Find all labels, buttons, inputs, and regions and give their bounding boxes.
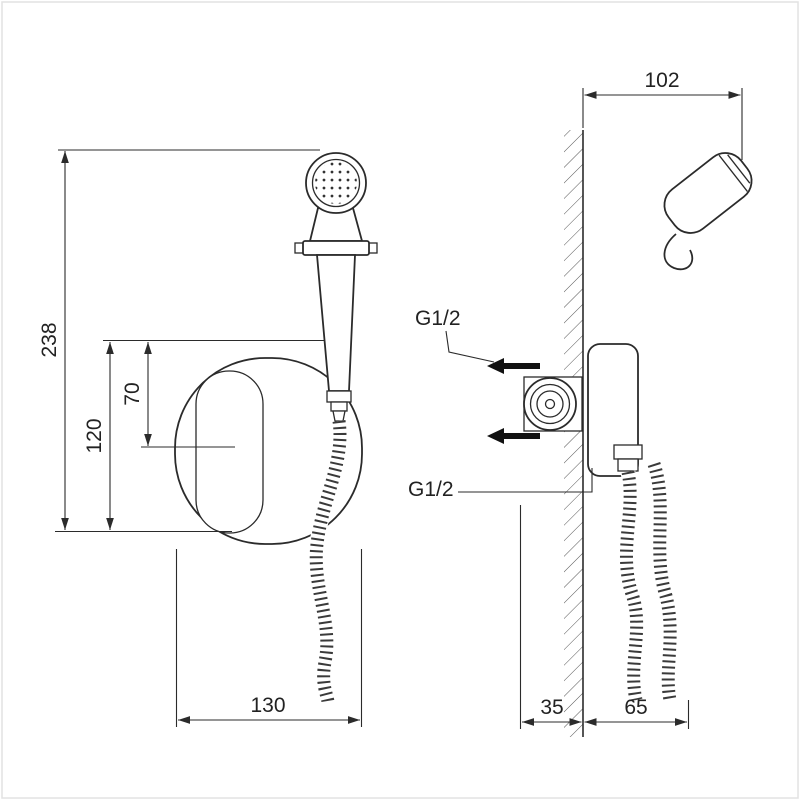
dimension-protrusion-65: 65 — [584, 696, 690, 729]
dimension-label: 102 — [644, 69, 679, 92]
shower-hose-side-a — [619, 470, 645, 702]
control-lever — [195, 370, 264, 534]
front-view: 238 120 70 130 — [38, 149, 378, 727]
dimension-label: 238 — [38, 322, 61, 357]
dimension-label: 65 — [624, 696, 647, 719]
sprayer-holder — [302, 240, 370, 256]
thread-label-top: G1/2 — [415, 307, 495, 363]
dimension-label: 130 — [250, 694, 285, 717]
thread-label-text: G1/2 — [415, 307, 461, 330]
dimension-inset-35: 35 — [519, 505, 582, 729]
thread-connection-center — [544, 398, 556, 410]
thread-label-bottom: G1/2 — [408, 468, 593, 501]
leader-line-bottom — [458, 468, 593, 493]
water-inlet-arrow-bottom — [487, 428, 540, 444]
dimension-depth-102: 102 — [582, 69, 743, 160]
water-inlet-arrow-top — [487, 358, 540, 374]
dimension-width-130: 130 — [175, 549, 363, 727]
sprayer-handle — [316, 254, 356, 392]
hose-connector-sleeve — [330, 401, 348, 412]
hose-outlet-sleeve — [617, 458, 639, 472]
side-view: G1/2 G1/2 102 35 65 — [408, 69, 753, 737]
spray-face-dots — [315, 162, 357, 204]
dimension-label: 35 — [540, 696, 563, 719]
dimension-label: 70 — [121, 382, 144, 405]
nozzle-cap-edge — [727, 154, 751, 184]
hose-connector-nut — [326, 390, 352, 403]
shower-hose-side-b — [646, 461, 678, 702]
thread-connection-outer — [523, 377, 577, 431]
spray-face-ring — [311, 158, 361, 208]
mounting-plate-side — [587, 343, 639, 477]
wall-hatching — [564, 130, 583, 737]
dimension-height-238: 238 — [38, 149, 320, 533]
thread-label-text: G1/2 — [408, 478, 454, 501]
hand-sprayer-side — [663, 152, 753, 271]
trigger-hook — [663, 233, 694, 271]
leader-line-top — [445, 330, 495, 363]
hose-outlet-nut — [613, 444, 643, 460]
dimension-height-70: 70 — [121, 342, 235, 448]
dimension-label: 120 — [83, 418, 106, 453]
hose-connector-taper — [332, 410, 346, 422]
nozzle-cap-line — [718, 154, 748, 192]
thread-connection-mid — [529, 383, 571, 425]
thread-connection-inner — [536, 390, 564, 418]
shower-hose-front — [308, 419, 348, 704]
dimension-height-120: 120 — [83, 339, 325, 530]
